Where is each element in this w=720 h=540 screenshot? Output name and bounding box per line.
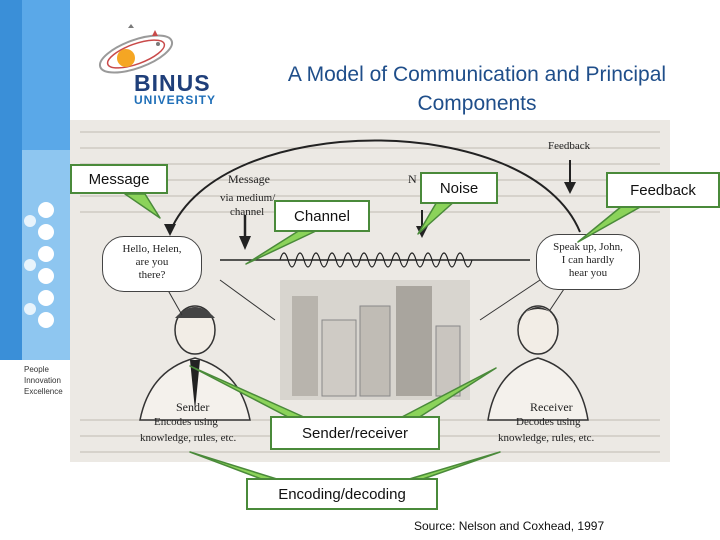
figure-sender-desc: Encodes using: [154, 416, 218, 428]
callout-feedback: Feedback: [606, 172, 720, 208]
receiver-bubble-line: hear you: [568, 267, 608, 279]
figure-noise-letter: N: [408, 172, 417, 186]
receiver-bubble-line: Speak up, John,: [553, 241, 623, 253]
sender-bubble-line: Hello, Helen,: [122, 243, 182, 255]
figure-channel-label: channel: [230, 206, 265, 218]
figure-sender-desc: knowledge, rules, etc.: [140, 432, 237, 444]
figure-via-label: via medium/: [220, 192, 276, 204]
binus-logo-icon: [98, 24, 174, 74]
tagline: People Innovation Excellence: [24, 364, 63, 397]
figure-sender-label: Sender: [176, 400, 210, 414]
figure-receiver-label: Receiver: [530, 400, 573, 414]
logo-university: UNIVERSITY: [134, 93, 217, 107]
callout-noise: Noise: [420, 172, 498, 204]
sender-speech-bubble: Hello, Helen, are you there?: [102, 236, 202, 292]
receiver-speech-bubble: Speak up, John, I can hardly hear you: [536, 234, 640, 290]
logo-brand: BINUS: [134, 70, 211, 96]
tagline-innovation: Innovation: [24, 376, 61, 385]
callout-channel: Channel: [274, 200, 370, 232]
receiver-bubble-line: I can hardly: [561, 254, 615, 266]
tagline-excellence: Excellence: [24, 387, 63, 396]
figure-feedback-label: Feedback: [548, 140, 591, 152]
tagline-people: People: [24, 365, 49, 374]
figure-receiver-desc: Decodes using: [516, 416, 581, 428]
sender-bubble-line: are you: [135, 256, 169, 268]
figure-receiver-desc: knowledge, rules, etc.: [498, 432, 595, 444]
side-decoration: [0, 0, 70, 360]
callout-encoding-decoding: Encoding/decoding: [246, 478, 438, 510]
source-citation: Source: Nelson and Coxhead, 1997: [414, 519, 605, 533]
callout-message: Message: [70, 164, 168, 194]
sender-bubble-line: there?: [138, 269, 166, 281]
figure-message-label: Message: [228, 172, 270, 186]
page-title: A Model of Communication and Principal C…: [287, 63, 667, 115]
callout-sender-receiver: Sender/receiver: [270, 416, 440, 450]
